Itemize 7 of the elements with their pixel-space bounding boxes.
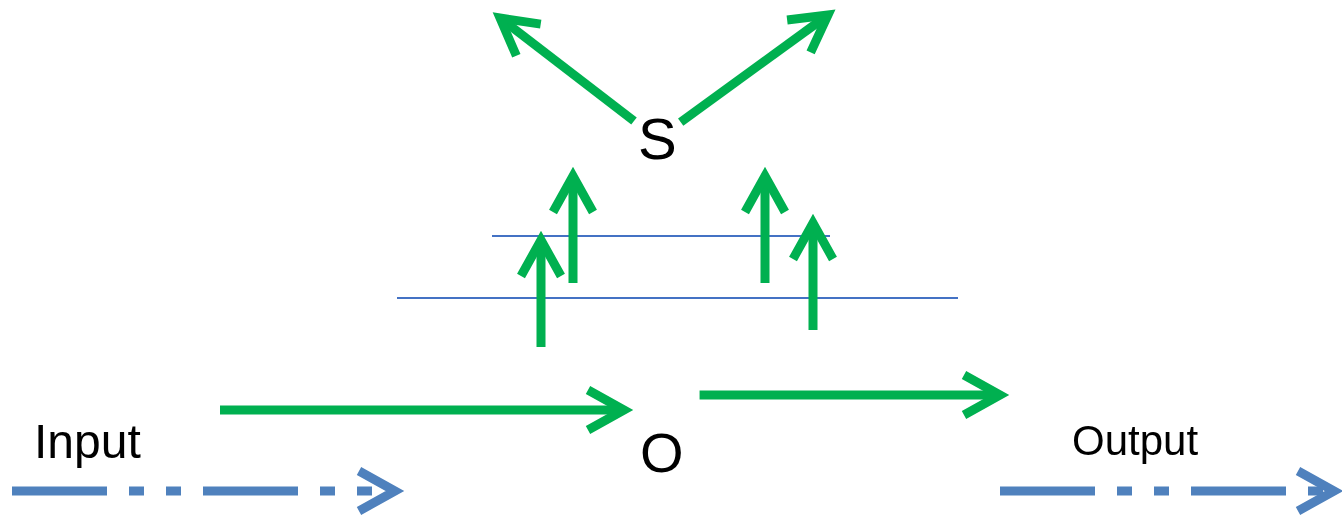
node-label: Input <box>12 418 141 491</box>
arrow <box>495 13 637 125</box>
arrow <box>678 10 833 126</box>
node-label: Output <box>1000 380 1199 491</box>
arrow <box>1000 466 1339 516</box>
node-label: S <box>634 110 681 168</box>
node-label: O <box>624 385 700 492</box>
